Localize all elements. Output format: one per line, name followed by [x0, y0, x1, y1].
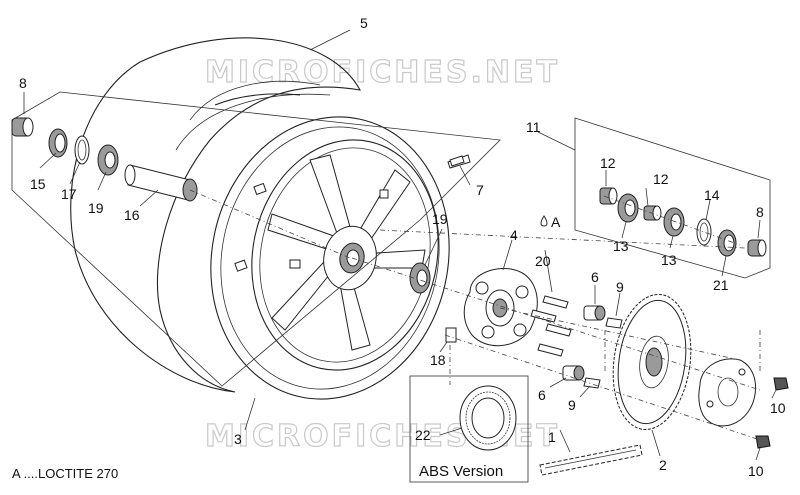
callout-4: 4	[510, 227, 518, 243]
part-7-screw	[449, 155, 465, 167]
frame-right-group	[574, 117, 771, 279]
part-9-nut-bottom	[583, 377, 601, 389]
drop-icon	[540, 215, 548, 227]
part-4-flange	[463, 267, 538, 347]
tire-and-rim	[70, 37, 471, 400]
callout-6-top: 6	[591, 269, 599, 285]
part-1-chain	[539, 444, 643, 476]
rim-outer	[210, 116, 450, 400]
callout-1: 1	[548, 429, 556, 445]
loctite-marker: A	[540, 214, 561, 230]
part-12-spacer-a	[599, 187, 618, 205]
abs-version-label: ABS Version	[419, 463, 503, 480]
rim-inner	[251, 139, 439, 371]
callout-8-right: 8	[756, 204, 764, 220]
watermark-top: MICROFICHES.NET	[205, 55, 560, 90]
callout-19-right: 19	[432, 211, 448, 227]
part-16-sleeve	[124, 164, 198, 202]
callout-21: 21	[713, 277, 729, 293]
callout-2: 2	[659, 457, 667, 473]
part-2-sprocket	[612, 293, 692, 431]
part-9-nut-top	[605, 317, 623, 329]
callout-14: 14	[704, 187, 720, 203]
callout-16: 16	[124, 207, 140, 223]
tire	[70, 37, 362, 393]
callout-13-b: 13	[661, 252, 677, 268]
callout-11: 11	[526, 119, 541, 135]
part-12-spacer-b	[643, 205, 662, 221]
part-14-ring	[696, 218, 712, 246]
callout-8-left: 8	[19, 75, 27, 91]
part-19-spacer-right	[409, 262, 431, 294]
part-13-bearing-b	[663, 207, 685, 237]
part-10-nut-bottom	[755, 435, 771, 449]
callout-17: 17	[61, 186, 77, 202]
part-21-seal	[717, 229, 737, 257]
callout-20: 20	[535, 253, 551, 269]
callout-7: 7	[476, 182, 484, 198]
part-10-nut-top	[773, 377, 789, 391]
loctite-note: A ....LOCTITE 270	[12, 466, 118, 481]
part-13-bearing-a	[617, 193, 639, 223]
part-15-bearing	[48, 128, 68, 158]
leader-lines	[23, 29, 777, 461]
abs-version-box: ABS Version	[409, 375, 529, 483]
frame-left-group	[11, 91, 501, 387]
abs-frame	[409, 375, 529, 483]
loctite-marker-letter: A	[551, 214, 561, 230]
callout-22: 22	[415, 427, 431, 443]
part-18-pin	[445, 327, 457, 343]
callout-18: 18	[430, 352, 446, 368]
callout-19-left: 19	[88, 200, 104, 216]
callout-15: 15	[30, 176, 46, 192]
part-8-spacer-right	[747, 239, 767, 257]
callout-12-a: 12	[600, 155, 616, 171]
callout-13-a: 13	[613, 238, 629, 254]
callout-5: 5	[360, 15, 368, 31]
part-6-bushing-top	[583, 305, 606, 321]
part-6-bushing-bottom	[562, 365, 585, 381]
part-8-spacer-left	[11, 117, 34, 137]
callout-9-bottom: 9	[568, 397, 576, 413]
axis-lines	[189, 189, 761, 441]
callout-12-b: 12	[653, 171, 669, 187]
callout-10-bottom: 10	[748, 463, 764, 479]
part-19-spacer	[97, 144, 119, 176]
callout-3: 3	[234, 431, 242, 447]
callout-labels: 5 8 15 17 19 16 11 12 12 13 13 14 8 21 7…	[19, 15, 786, 479]
callout-10-top: 10	[770, 400, 786, 416]
callout-6-bottom: 6	[538, 387, 546, 403]
sprocket-carrier	[698, 358, 757, 427]
part-17-ring	[74, 135, 90, 165]
callout-9-top: 9	[616, 279, 624, 295]
